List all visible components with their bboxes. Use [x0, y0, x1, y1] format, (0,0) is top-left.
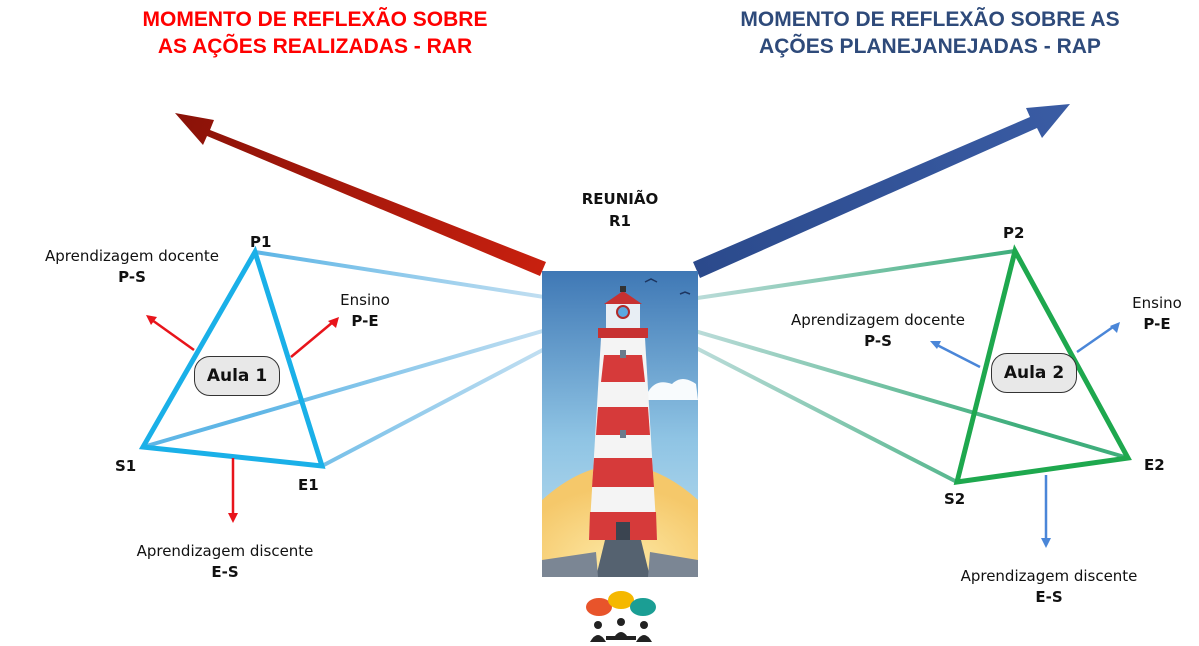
right-discente-title: Aprendizagem discente [960, 567, 1138, 585]
rar-title-line2: AS AÇÕES REALIZADAS - RAR [157, 35, 473, 58]
right-discente-label: Aprendizagem discente E-S [924, 566, 1174, 608]
left-docente-label: Aprendizagem docente P-S [0, 246, 264, 288]
meeting-people-icon [586, 591, 656, 642]
right-docente-code: P-S [864, 332, 892, 350]
rar-title-line1: MOMENTO DE REFLEXÃO SOBRE [142, 8, 488, 31]
right-arrows [930, 322, 1120, 548]
right-vertex-e: E2 [1144, 456, 1165, 474]
left-ensino-label: Ensino P-E [322, 290, 408, 332]
right-ensino-label: Ensino P-E [1117, 293, 1197, 335]
right-vertex-p: P2 [1003, 224, 1025, 242]
left-discente-label: Aprendizagem discente E-S [100, 541, 350, 583]
meeting-label-line1: REUNIÃO [581, 190, 659, 208]
right-docente-label: Aprendizagem docente P-S [758, 310, 998, 352]
rap-arrow [693, 104, 1070, 278]
lighthouse-icon [542, 271, 698, 577]
rap-title: MOMENTO DE REFLEXÃO SOBRE AS AÇÕES PLANE… [690, 6, 1170, 60]
left-vertex-e: E1 [298, 476, 319, 494]
meeting-label-line2: R1 [609, 212, 631, 230]
left-vertex-s: S1 [115, 457, 137, 475]
rar-title: MOMENTO DE REFLEXÃO SOBRE AS AÇÕES REALI… [85, 6, 545, 60]
right-discente-code: E-S [1035, 588, 1063, 606]
rap-title-line1: MOMENTO DE REFLEXÃO SOBRE AS [740, 8, 1120, 31]
left-discente-title: Aprendizagem discente [136, 542, 314, 560]
left-ensino-code: P-E [351, 312, 379, 330]
left-discente-code: E-S [211, 563, 239, 581]
left-ensino-title: Ensino [340, 291, 390, 309]
left-docente-code: P-S [118, 268, 146, 286]
rap-title-line2: AÇÕES PLANEJANEJADAS - RAP [759, 35, 1101, 58]
left-aula-badge: Aula 1 [194, 356, 280, 396]
right-triangle [953, 244, 1132, 485]
meeting-label: REUNIÃO R1 [560, 188, 680, 232]
rar-arrow [175, 113, 546, 276]
left-docente-title: Aprendizagem docente [44, 247, 220, 265]
left-vertex-p: P1 [250, 233, 272, 251]
right-ensino-title: Ensino [1132, 294, 1182, 312]
left-arrows [146, 315, 339, 523]
right-docente-title: Aprendizagem docente [790, 311, 966, 329]
right-aula-badge: Aula 2 [991, 353, 1077, 393]
right-ensino-code: P-E [1143, 315, 1171, 333]
left-triangle [138, 245, 326, 469]
right-vertex-s: S2 [944, 490, 966, 508]
